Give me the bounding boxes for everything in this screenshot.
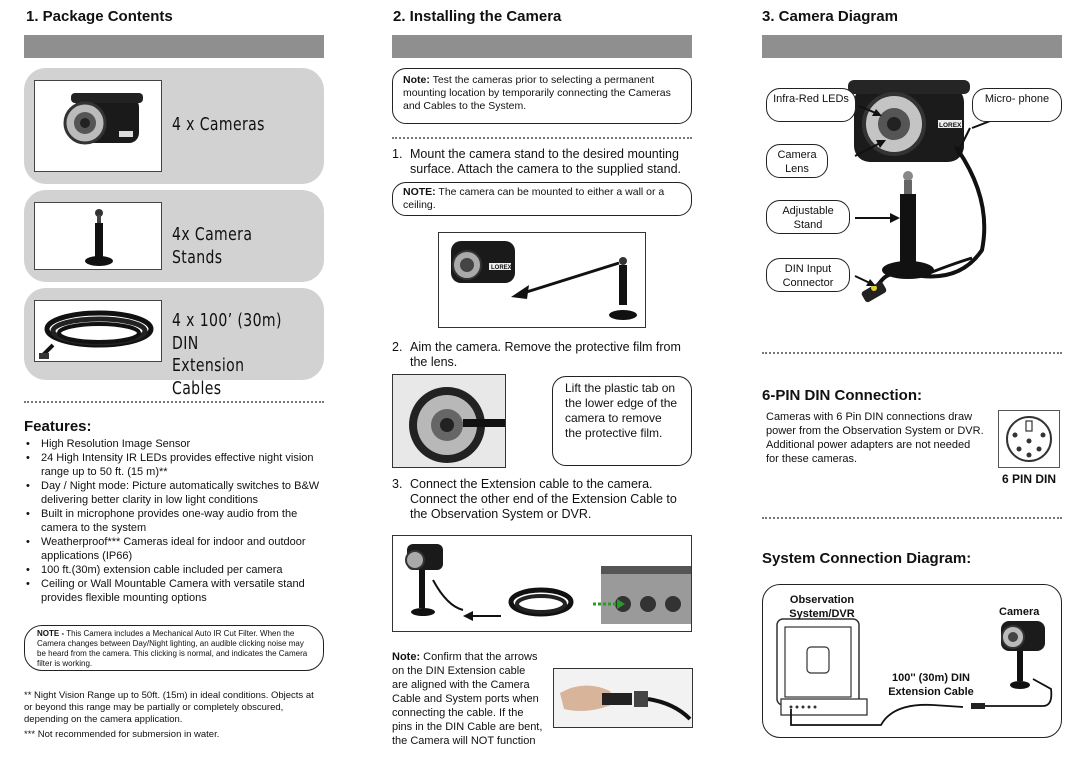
package-item-label-line2: Extension Cables: [172, 355, 245, 399]
package-item-cables: 4 x 100’ (30m) DIN Extension Cables: [24, 288, 324, 399]
package-contents-heading: 1. Package Contents: [26, 8, 173, 25]
footnote-submersion: *** Not recommended for submersion in wa…: [24, 729, 220, 740]
note-text: This Camera includes a Mechanical Auto I…: [37, 629, 308, 668]
step-number: 3.: [392, 477, 403, 491]
camera-diagram-heading: 3. Camera Diagram: [762, 8, 898, 25]
camera-image: [34, 80, 162, 172]
system-dvr-label: Observation System/DVR: [789, 594, 855, 620]
step-1: 1. Mount the camera stand to the desired…: [392, 147, 692, 177]
features-title: Features:: [24, 418, 92, 435]
system-cable-label: 100'' (30m) DIN Extension Cable: [888, 672, 974, 698]
installing-heading: 2. Installing the Camera: [393, 8, 562, 25]
package-item-label: 4 x 100’ (30m) DIN: [172, 310, 282, 354]
camera-diagram: LOREX Infra-Red LEDs Micro- phone Camera…: [762, 80, 1062, 350]
step-text: Connect the Extension cable to the camer…: [410, 477, 677, 521]
ir-cut-note: NOTE - This Camera includes a Mechanical…: [24, 625, 324, 671]
section-bar: [392, 35, 692, 58]
feature-item: Weatherproof*** Cameras ideal for indoor…: [24, 535, 324, 563]
note-label: NOTE:: [403, 186, 436, 198]
lens-film-photo: [392, 374, 506, 468]
divider: [24, 401, 324, 403]
step-number: 1.: [392, 147, 403, 161]
system-camera-label: Camera: [999, 606, 1040, 618]
feature-item: Ceiling or Wall Mountable Camera with ve…: [24, 577, 324, 605]
footnote-night-vision: ** Night Vision Range up to 50ft. (15m) …: [24, 690, 314, 725]
din-connection-title: 6-PIN DIN Connection:: [762, 387, 922, 404]
note-text: Confirm that the arrows on the DIN Exten…: [392, 651, 543, 747]
brand-label: LOREX: [939, 122, 962, 129]
note-label: Note:: [392, 651, 421, 663]
system-connection-diagram: Observation System/DVR Camera 100'' (30m…: [762, 584, 1062, 738]
note-text: Test the cameras prior to selecting a pe…: [403, 74, 671, 112]
callout-infrared-leds: Infra-Red LEDs: [766, 88, 856, 122]
package-item-stands: 4x Camera Stands: [24, 190, 324, 282]
feature-item: Day / Night mode: Picture automatically …: [24, 479, 324, 507]
din-alignment-note: Note: Confirm that the arrows on the DIN…: [392, 650, 544, 748]
divider: [762, 517, 1062, 519]
step-text: Mount the camera stand to the desired mo…: [410, 147, 681, 176]
cable-alignment-photo: [553, 668, 693, 728]
step-3: 3. Connect the Extension cable to the ca…: [392, 477, 692, 522]
lift-tab-callout: Lift the plastic tab on the lower edge o…: [552, 376, 692, 466]
note-text: The camera can be mounted to either a wa…: [403, 186, 665, 211]
note-label: Note:: [403, 74, 430, 86]
brand-label: LOREX: [491, 265, 512, 271]
divider: [392, 137, 692, 139]
mount-note: NOTE: The camera can be mounted to eithe…: [392, 182, 692, 216]
din-caption: 6 PIN DIN: [1002, 472, 1057, 486]
feature-item: 100 ft.(30m) extension cable included pe…: [24, 563, 324, 577]
callout-adjustable-stand: Adjustable Stand: [766, 200, 850, 234]
package-item-label: 4 x Cameras: [172, 114, 265, 135]
feature-item: High Resolution Image Sensor: [24, 437, 324, 451]
cable-image: [34, 300, 162, 362]
feature-item: 24 High Intensity IR LEDs provides effec…: [24, 451, 324, 479]
callout-camera-lens: Camera Lens: [766, 144, 828, 178]
connect-cable-photo: [392, 535, 692, 632]
features-list: High Resolution Image Sensor 24 High Int…: [24, 437, 324, 605]
package-item-cameras: 4 x Cameras: [24, 68, 324, 184]
divider: [762, 352, 1062, 354]
din-pin-diagram: [998, 410, 1060, 468]
callout-din-input: DIN Input Connector: [766, 258, 850, 292]
callout-microphone: Micro- phone: [972, 88, 1062, 122]
package-item-label: 4x Camera Stands: [172, 224, 253, 268]
din-connection-text: Cameras with 6 Pin DIN connections draw …: [766, 411, 984, 465]
step-2: 2. Aim the camera. Remove the protective…: [392, 340, 692, 370]
mount-camera-photo: LOREX: [438, 232, 646, 328]
note-label: NOTE -: [37, 629, 65, 638]
test-note: Note: Test the cameras prior to selectin…: [392, 68, 692, 124]
section-bar: [762, 35, 1062, 58]
stand-image: [34, 202, 162, 270]
feature-item: Built in microphone provides one-way aud…: [24, 507, 324, 535]
step-text: Aim the camera. Remove the protective fi…: [410, 340, 681, 369]
section-bar: [24, 35, 324, 58]
system-connection-title: System Connection Diagram:: [762, 550, 972, 567]
step-number: 2.: [392, 340, 403, 354]
